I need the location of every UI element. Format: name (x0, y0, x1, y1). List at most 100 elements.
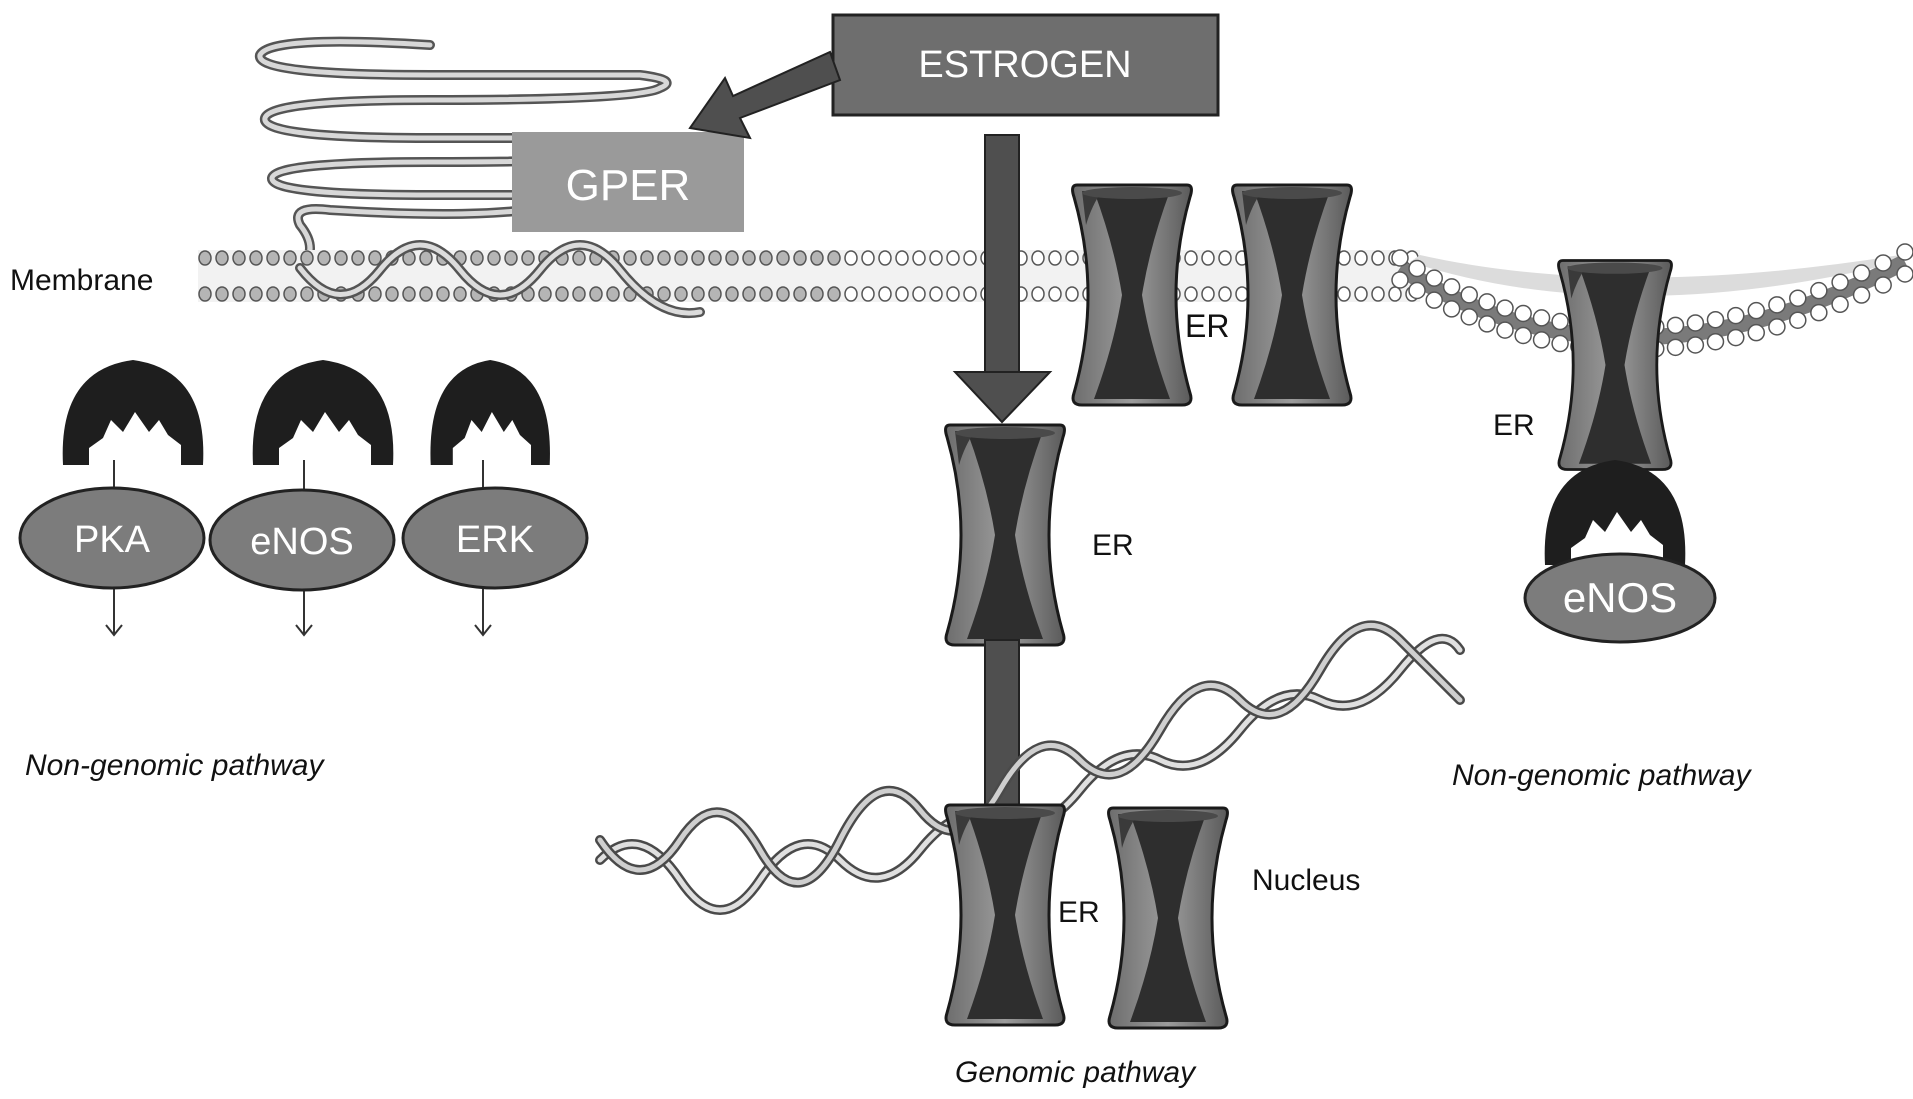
membrane-er-receptor-1 (1071, 183, 1193, 407)
lipid-head (334, 250, 348, 266)
lipid-head (1686, 336, 1705, 354)
lipid-head (419, 286, 433, 302)
lipid-head (1831, 273, 1849, 292)
lipid-head (368, 286, 382, 302)
kinase-enos: eNOS (208, 360, 396, 637)
lipid-head (827, 250, 841, 266)
lipid-head (504, 250, 518, 266)
lipid-head (895, 286, 909, 302)
lipid-head (725, 250, 739, 266)
lipid-head (1551, 334, 1569, 353)
nuclear-er-receptor-2 (1107, 806, 1229, 1030)
gper-label: GPER (566, 161, 691, 210)
lipid-head (351, 250, 365, 266)
lipid-head (912, 286, 926, 302)
lipid-head (266, 286, 280, 302)
lipid-head (249, 250, 263, 266)
lipid-head (555, 286, 569, 302)
lipid-head (1048, 250, 1062, 266)
lipid-head (657, 286, 671, 302)
lipid-head (266, 250, 280, 266)
lipid-head (1514, 326, 1532, 345)
lipid-head (1408, 281, 1426, 300)
nongenomic-label-right: Non-genomic pathway (1452, 759, 1752, 792)
lipid-head (861, 250, 875, 266)
lipid-head (1789, 289, 1807, 307)
membrane-bilayer (198, 250, 1420, 302)
lipid-head (1048, 286, 1062, 302)
lipid-head (623, 250, 637, 266)
enos-cap-icon (1544, 460, 1686, 565)
lipid-head (929, 250, 943, 266)
lipid-head (1065, 286, 1079, 302)
lipid-head (1425, 269, 1443, 287)
nuclear-er-receptor-1 (944, 803, 1066, 1027)
lipid-head (1478, 315, 1496, 333)
lipid-head (691, 250, 705, 266)
lipid-head (895, 250, 909, 266)
enos-left-label: eNOS (250, 521, 353, 563)
membrane-er-receptor-2 (1231, 183, 1353, 407)
lipid-head (1371, 286, 1385, 302)
lipid-head (1371, 250, 1385, 266)
lipid-head (1896, 265, 1913, 283)
lipid-head (1727, 328, 1745, 347)
lipid-head (1831, 295, 1849, 314)
lipid-head (215, 286, 229, 302)
lipid-head (793, 286, 807, 302)
lipid-head (810, 250, 824, 266)
lipid-head (1496, 321, 1514, 339)
lipid-head (1874, 276, 1892, 294)
lipid-head (402, 286, 416, 302)
lipid-head (759, 250, 773, 266)
lipid-head (1706, 332, 1725, 351)
gper-transmembrane-helix (295, 240, 705, 318)
lipid-head (946, 250, 960, 266)
erk-cap-icon (430, 360, 550, 465)
lipid-head (1810, 303, 1828, 322)
lipid-head (1218, 250, 1232, 266)
lipid-head (742, 286, 756, 302)
cytoplasmic-er-label: ER (1092, 529, 1134, 562)
nongenomic-label-left: Non-genomic pathway (25, 749, 325, 782)
lipid-head (1789, 311, 1807, 329)
lipid-head (674, 286, 688, 302)
lipid-head (759, 286, 773, 302)
lipid-head (1768, 296, 1786, 314)
lipid-head (929, 286, 943, 302)
lipid-head (708, 286, 722, 302)
lipid-head (1460, 286, 1478, 304)
lipid-head (470, 250, 484, 266)
lipid-head (1184, 250, 1198, 266)
lipid-head (300, 250, 314, 266)
lipid-head (1852, 286, 1871, 304)
lipid-head (1747, 323, 1765, 342)
lipid-head (572, 250, 586, 266)
estrogen-label: ESTROGEN (918, 44, 1131, 86)
lipid-head (1852, 264, 1871, 282)
lipid-head (1810, 281, 1828, 300)
caveolae-er-label: ER (1493, 409, 1535, 442)
genomic-label: Genomic pathway (955, 1056, 1197, 1089)
lipid-head (878, 286, 892, 302)
lipid-head (1532, 309, 1551, 327)
lipid-head (844, 286, 858, 302)
lipid-head (776, 286, 790, 302)
lipid-head (725, 286, 739, 302)
lipid-head (572, 286, 586, 302)
lipid-head (674, 250, 688, 266)
lipid-head (198, 286, 212, 302)
lipid-head (198, 250, 212, 266)
lipid-head (232, 250, 246, 266)
lipid-head (368, 250, 382, 266)
lipid-head (963, 250, 977, 266)
lipid-head (1496, 299, 1514, 317)
lipid-head (1666, 316, 1685, 335)
cytoplasmic-er-receptor (944, 423, 1066, 647)
lipid-head (1727, 306, 1745, 325)
lipid-head (1354, 250, 1368, 266)
lipid-head (1874, 254, 1892, 272)
lipid-head (1201, 250, 1215, 266)
lipid-head (1460, 308, 1478, 326)
